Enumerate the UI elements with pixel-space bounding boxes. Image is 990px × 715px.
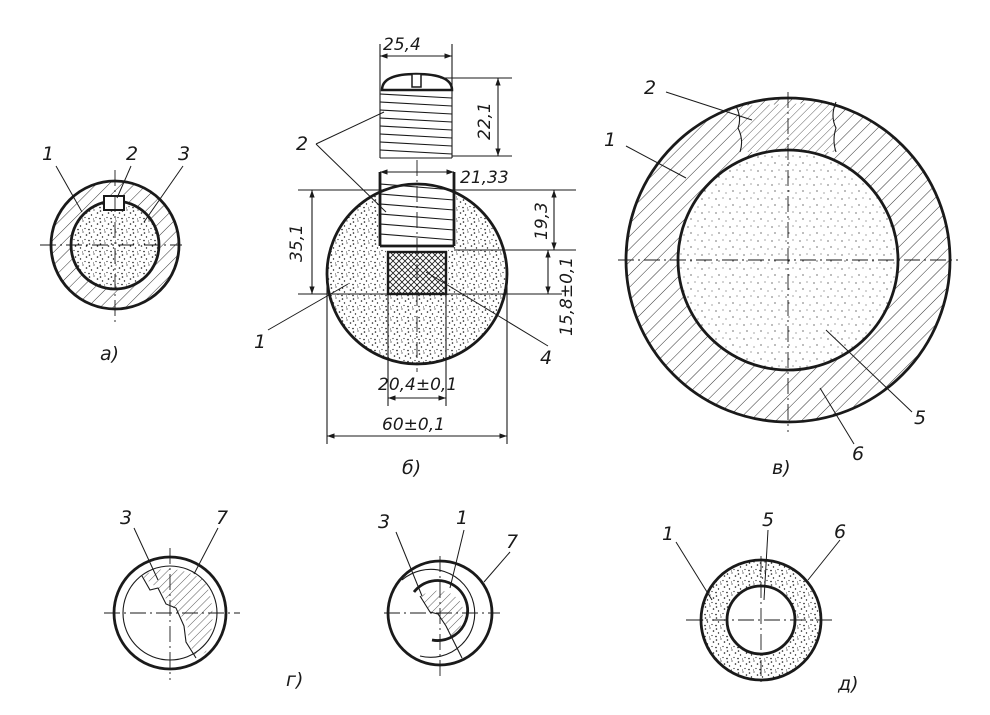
dim-screw-length: 22,1 — [475, 102, 495, 140]
figure-b: 25,4 22,1 21,33 35,1 19,3 15,8±0,1 — [254, 35, 577, 479]
fig-a-key — [103, 195, 125, 211]
fig-v-caption: в) — [772, 457, 791, 479]
fig-g-caption: г) — [286, 669, 303, 691]
fig-g-left-fill — [142, 568, 213, 658]
fig-d-label-5: 5 — [762, 509, 774, 531]
fig-g-left-label-7: 7 — [216, 507, 228, 529]
fig-g-right-label-1: 1 — [456, 507, 468, 529]
dim-hole-depth: 19,3 — [532, 202, 552, 240]
dim-sphere-diameter: 60±0,1 — [382, 415, 445, 435]
figure-g-right: 3 1 7 г) — [286, 507, 518, 691]
fig-b-label-1: 1 — [254, 331, 266, 353]
figure-d: 1 5 6 д) — [662, 509, 859, 695]
fig-v-label-5: 5 — [914, 407, 926, 429]
fig-v-label-6: 6 — [852, 443, 864, 465]
fig-g-left-label-3: 3 — [120, 507, 132, 529]
fig-g-right-fill — [420, 590, 463, 638]
fig-a-label-2: 2 — [126, 143, 138, 165]
fig-g-right-label-3: 3 — [378, 511, 390, 533]
fig-b-label-4: 4 — [540, 347, 552, 369]
fig-a-caption: а) — [100, 343, 119, 365]
fig-d-label-1: 1 — [662, 523, 674, 545]
fig-a-label-3: 3 — [178, 143, 190, 165]
fig-v-label-2: 2 — [644, 77, 656, 99]
fig-v-insert — [736, 102, 836, 152]
fig-a-label-1: 1 — [42, 143, 54, 165]
fig-v-label-1: 1 — [604, 129, 616, 151]
figure-v: 2 1 5 6 в) — [604, 77, 958, 479]
fig-a-inner-core — [71, 201, 159, 289]
figure-g-left: 3 7 — [104, 507, 240, 680]
dim-thread-diameter: 21,33 — [460, 168, 509, 188]
dim-insert-width: 20,4±0,1 — [378, 375, 457, 395]
fig-g-right-label-7: 7 — [506, 531, 518, 553]
screw-thread — [379, 90, 453, 159]
figure-a: 1 2 3 а) — [40, 143, 190, 365]
dim-insert-height: 15,8±0,1 — [557, 257, 577, 336]
fig-d-caption: д) — [837, 673, 859, 695]
dim-screw-head-width: 25,4 — [383, 35, 421, 55]
fig-b-caption: б) — [402, 457, 421, 479]
fig-b-label-2: 2 — [296, 133, 308, 155]
fig-d-label-6: 6 — [834, 521, 846, 543]
dimensions: 25,4 22,1 21,33 35,1 19,3 15,8±0,1 — [287, 35, 577, 444]
dim-sphere-top: 35,1 — [287, 224, 307, 262]
